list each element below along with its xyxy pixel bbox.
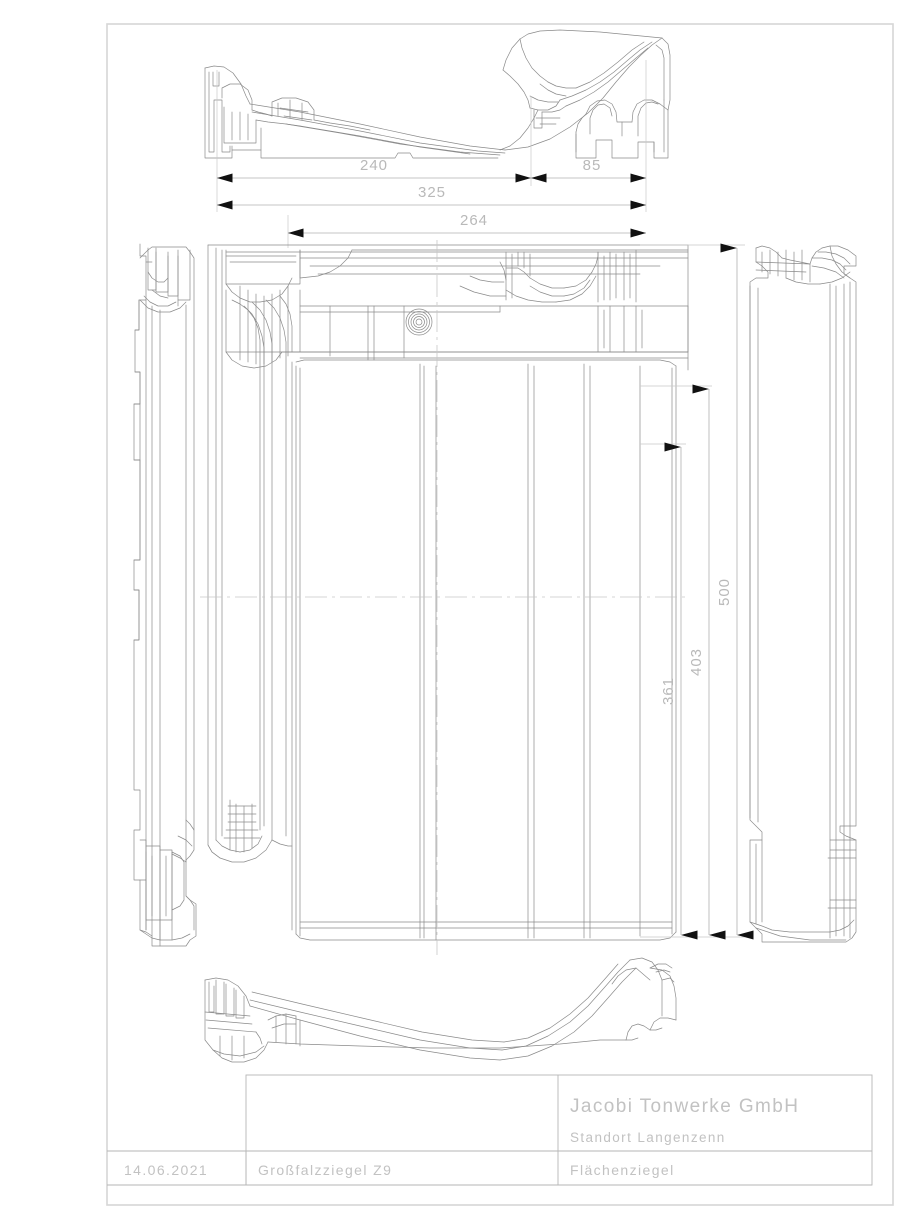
dimension-325-label: 325 xyxy=(418,184,446,201)
top-cross-section-view xyxy=(204,29,671,159)
dimension-403: 403 xyxy=(688,384,726,940)
dimension-264-label: 264 xyxy=(460,212,488,229)
dimension-85: 85 xyxy=(531,157,646,183)
dimension-361: 361 xyxy=(660,442,698,940)
dimension-500-label: 500 xyxy=(716,578,733,606)
company-location: Standort Langenzenn xyxy=(570,1130,726,1145)
dimension-240: 240 xyxy=(217,157,531,183)
dimension-group-horizontal: 240 85 325 264 xyxy=(216,60,647,248)
dimension-403-label: 403 xyxy=(688,648,705,676)
drawing-date: 14.06.2021 xyxy=(124,1162,208,1178)
bottom-cross-section-view xyxy=(204,957,677,1063)
left-side-profile-view xyxy=(133,243,197,947)
product-category: Flächenziegel xyxy=(570,1162,675,1178)
company-name: Jacobi Tonwerke GmbH xyxy=(570,1096,799,1117)
dimension-361-label: 361 xyxy=(660,677,677,705)
title-block: Jacobi Tonwerke GmbH Standort Langenzenn… xyxy=(107,1074,873,1186)
dimension-group-vertical: 500 403 361 xyxy=(640,243,754,940)
dimension-264: 264 xyxy=(288,212,646,238)
dimension-240-label: 240 xyxy=(360,157,388,174)
dimension-85-label: 85 xyxy=(583,157,602,174)
main-plan-view xyxy=(207,244,689,941)
sheet-border xyxy=(106,23,894,1206)
nail-hole-icon xyxy=(405,308,433,336)
centerlines xyxy=(200,240,690,955)
product-name: Großfalzziegel Z9 xyxy=(258,1162,392,1178)
dimension-325: 325 xyxy=(217,184,646,210)
dimension-500: 500 xyxy=(716,243,754,940)
right-side-profile-view xyxy=(749,245,857,943)
